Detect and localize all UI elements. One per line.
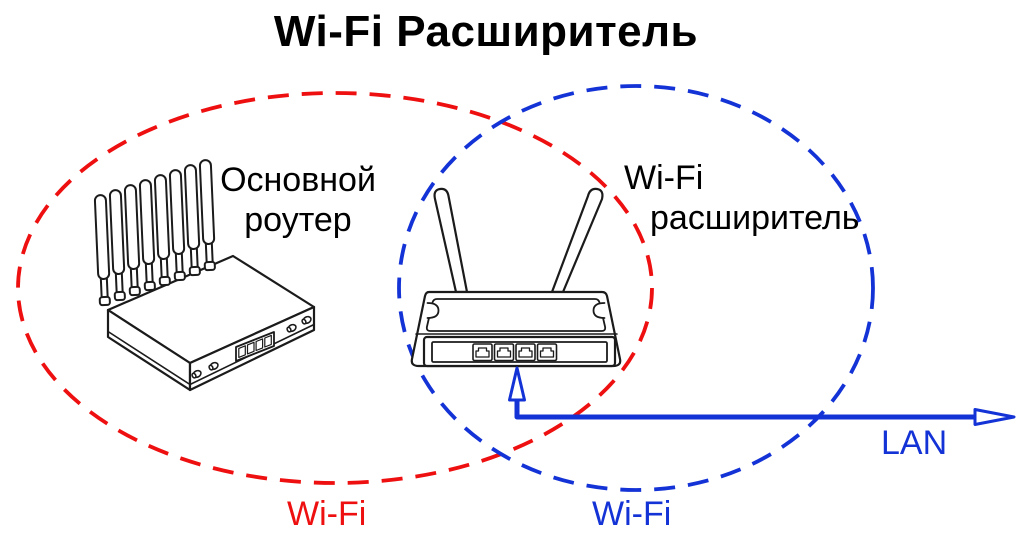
diagram-title: Wi-Fi Расширитель: [273, 7, 699, 56]
main-router-label-line2: роутер: [244, 201, 352, 239]
main-router-icon: [93, 159, 316, 392]
main-router-label: Основной роутер: [202, 160, 394, 240]
main-router-label-line1: Основной: [220, 161, 376, 199]
lan-label: LAN: [881, 424, 948, 462]
extender-label-line2: расширитель: [650, 199, 860, 237]
wifi-extender-icon: [410, 187, 622, 368]
main-router-coverage-ellipse: [16, 91, 654, 485]
extender-coverage-label: Wi-Fi: [592, 495, 672, 533]
extender-label: Wi-Fi расширитель: [624, 158, 860, 238]
extender-label-line1: Wi-Fi: [624, 159, 704, 197]
main-router-antennas: [93, 159, 216, 307]
lan-arrow: [508, 366, 1016, 426]
main-router-coverage-label: Wi-Fi: [287, 495, 367, 533]
extender-coverage-ellipse: [397, 84, 875, 492]
ethernet-ports: [472, 343, 558, 362]
